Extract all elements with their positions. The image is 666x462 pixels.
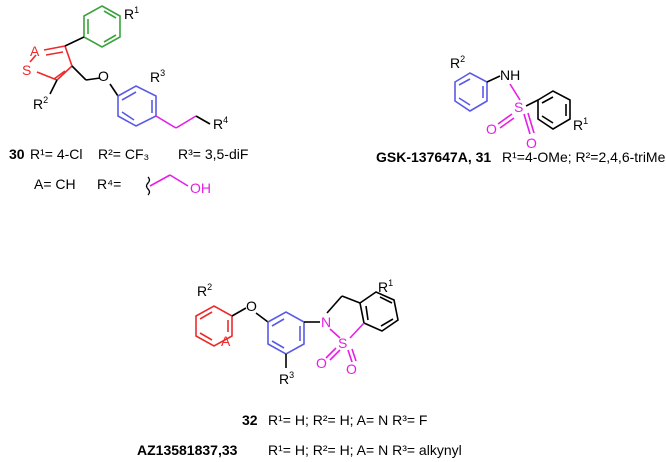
atom-oh-label: OH	[190, 180, 211, 196]
blue-phenyl-ring-32	[267, 311, 305, 355]
compound-30-bonds	[49, 36, 119, 97]
compound-30-r4-label: R⁴=	[97, 176, 121, 192]
atom-o-label-31a: O	[486, 121, 497, 137]
atom-a-label-32: A	[221, 333, 231, 349]
atom-r3-label: R3	[150, 68, 165, 85]
atom-r1-label-32: R1	[378, 278, 393, 295]
compound-31-structure: R2 NH S O O R1	[450, 54, 588, 151]
atom-nh-label: NH	[500, 67, 520, 83]
r4-hydroxyethyl-fragment: OH	[145, 174, 211, 196]
magenta-sulfonyl-32	[325, 322, 365, 363]
atom-r2-label: R2	[33, 95, 48, 112]
red-isothiazole-ring	[29, 45, 73, 81]
magenta-chain	[155, 115, 197, 129]
atom-s-label-31: S	[514, 99, 523, 115]
black-benzo-ring	[359, 291, 399, 332]
atom-o-label-32a: O	[316, 355, 327, 371]
compound-30-a-label: A= CH	[34, 176, 76, 192]
atom-r4-label: R4	[213, 115, 228, 132]
atom-r1-label: R1	[124, 5, 139, 22]
blue-phenyl-ring-31	[454, 72, 488, 112]
magenta-sulfonyl	[497, 83, 535, 135]
atom-r2-label-31: R2	[450, 54, 465, 71]
compound-32-label: 32 R¹= H; R²= H; A= N R³= F	[242, 412, 427, 428]
atom-r3-label-32: R3	[279, 370, 294, 387]
red-pyridine-ring	[195, 305, 233, 347]
compound-31-label: GSK-137647A, 31 R¹=4-OMe; R²=2,4,6-triMe	[376, 149, 666, 165]
atom-r2-label-32: R2	[197, 282, 212, 299]
atom-o-label-31b: O	[526, 135, 537, 151]
atom-o-label-32b: O	[346, 361, 357, 377]
atom-o-label: O	[98, 68, 109, 84]
green-phenyl-ring	[83, 5, 121, 48]
atom-s-label-32: S	[338, 335, 347, 351]
compound-30-line1: 30 R¹= 4-Cl R²= CF₃ R³= 3,5-diF	[9, 146, 248, 162]
atom-o-label-32: O	[246, 298, 257, 314]
atom-n-label-32: N	[321, 314, 331, 330]
compound-33-label: AZ13581837,33 R¹= H; R²= H; A= N R³= alk…	[137, 442, 462, 458]
compound-30-structure: R1 A S O R2 R3	[22, 5, 228, 132]
compound-32-structure: R2 A O R3 N	[195, 278, 399, 387]
black-phenyl-ring-31	[537, 90, 571, 130]
atom-s-label: S	[22, 62, 31, 78]
blue-phenyl-ring	[117, 85, 157, 127]
atom-r1-label-31: R1	[573, 116, 588, 133]
atom-a-label: A	[30, 43, 40, 59]
